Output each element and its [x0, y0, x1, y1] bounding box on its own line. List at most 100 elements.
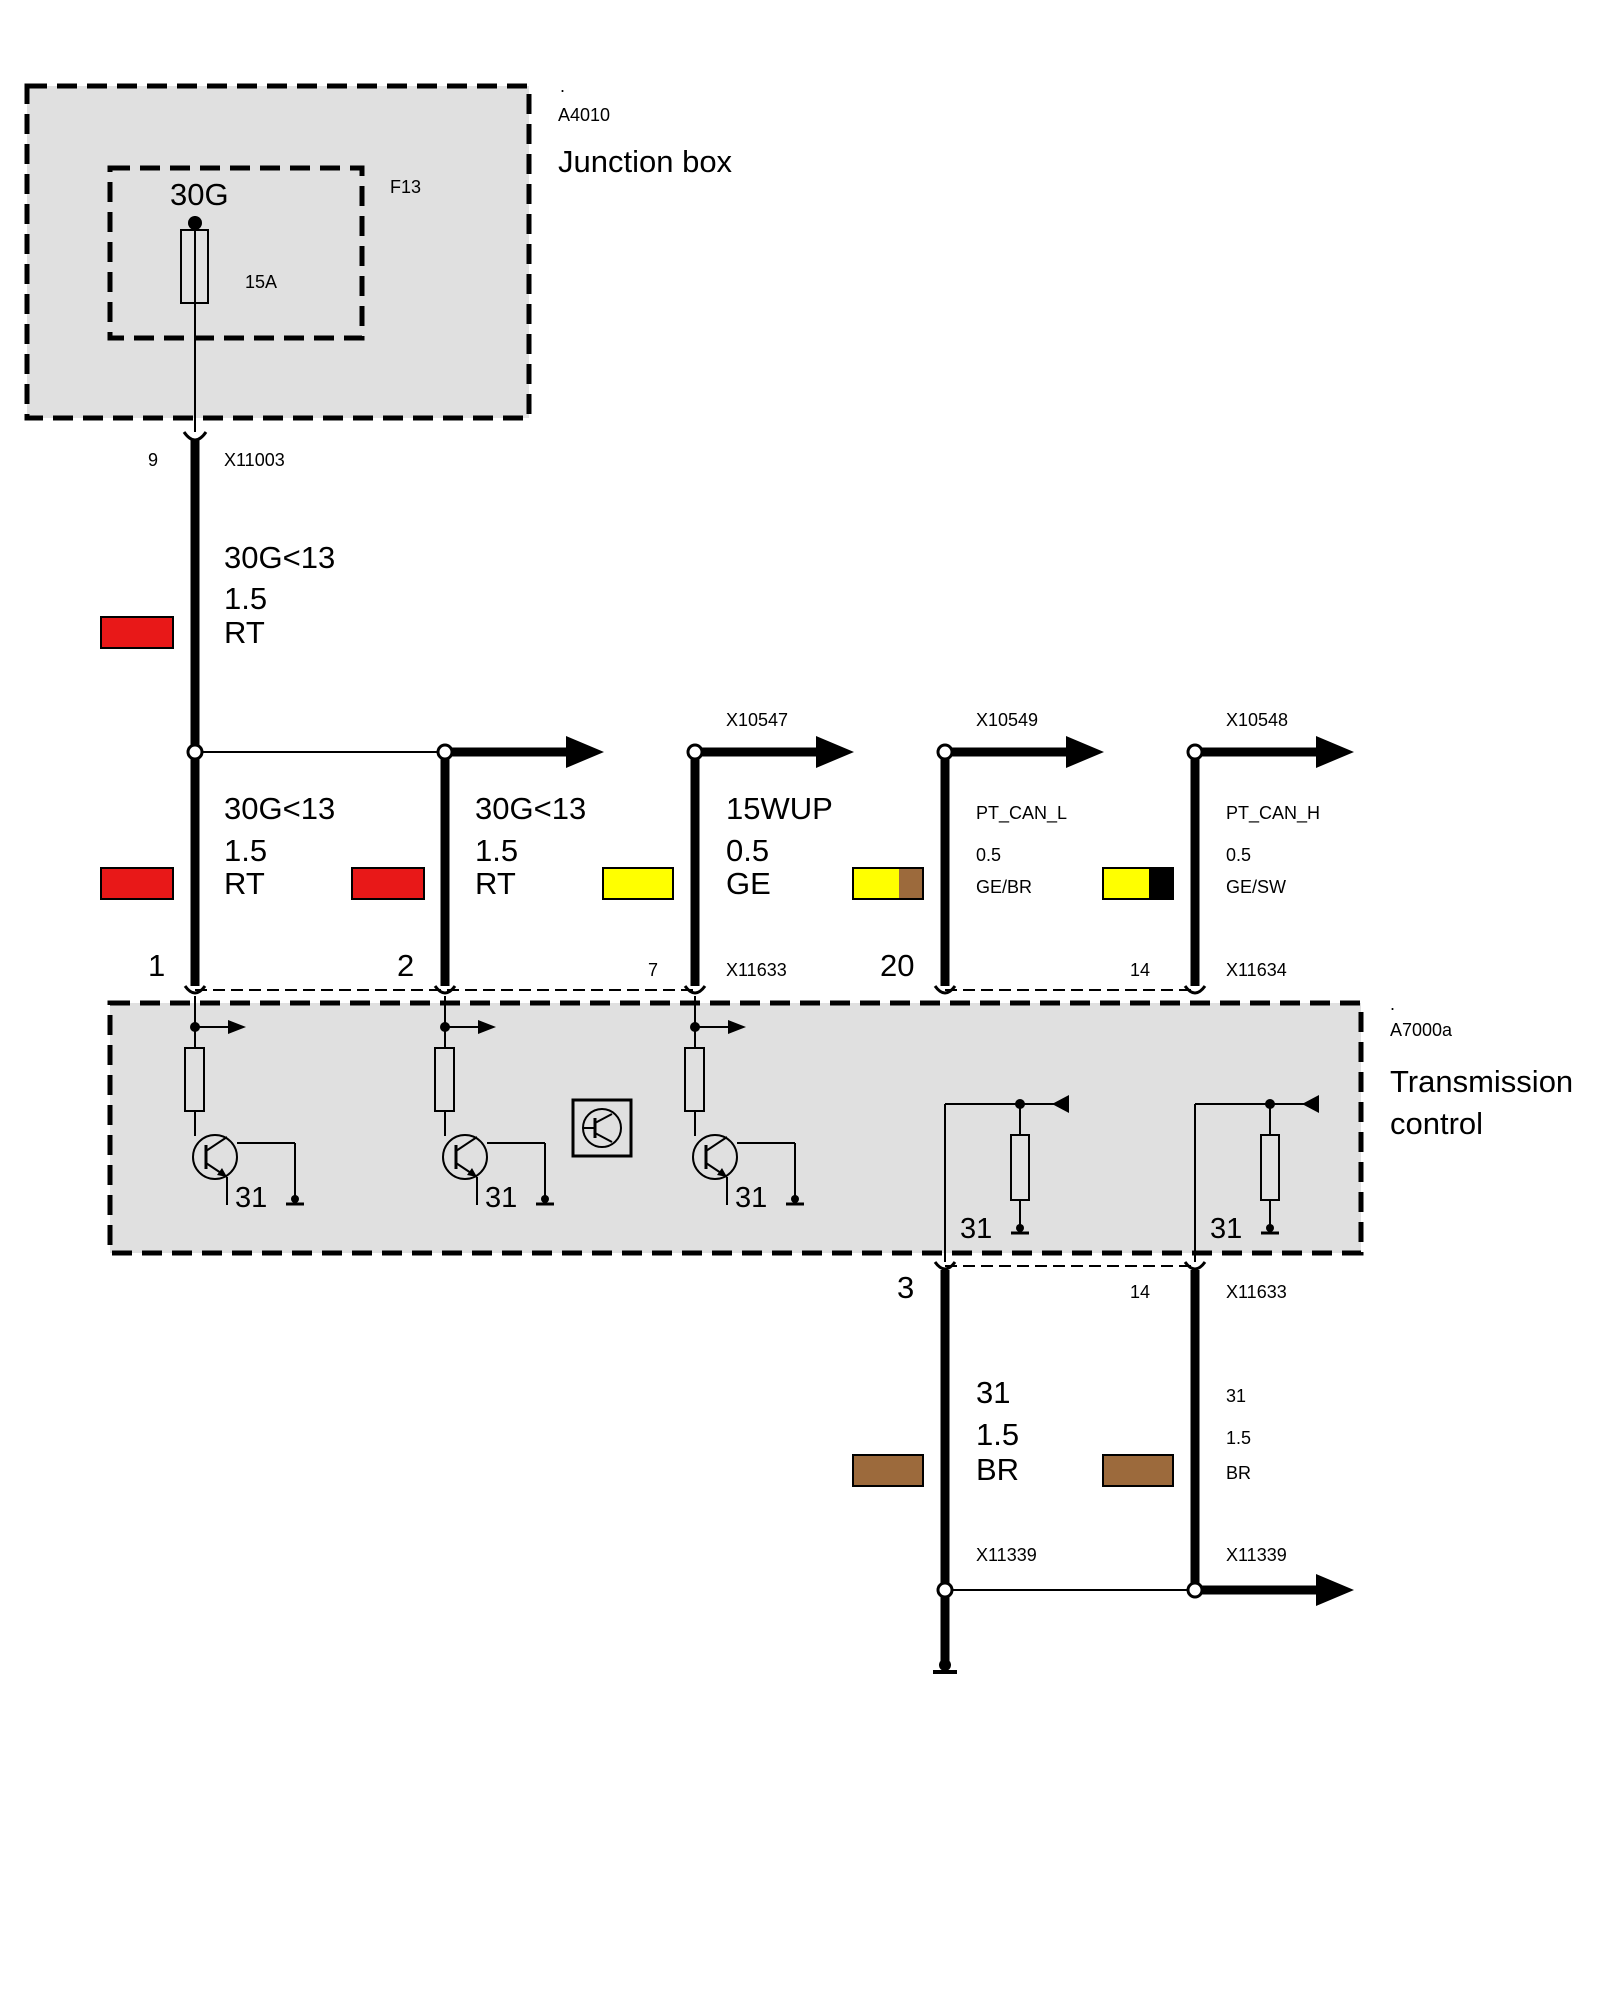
transmission-control: . A7000a Transmission control 31 [107, 985, 1573, 1271]
branch-5-swatch-border [1102, 867, 1174, 900]
ground-wire-2: 14 X11633 31 1.5 BR X11339 [1102, 1270, 1354, 1606]
branch-4-swatch-border [852, 867, 924, 900]
branch-3-color: GE [726, 866, 771, 901]
branch-2-pin: 2 [397, 948, 414, 983]
feed-wire-size: 1.5 [224, 581, 267, 616]
can-h-ground-label: 31 [1210, 1213, 1242, 1245]
branch-5: X10548 PT_CAN_H 0.5 GE/SW 14 [1102, 710, 1354, 986]
can-l-ground-label: 31 [960, 1213, 992, 1245]
branch-5-swatch-stripe [1149, 868, 1173, 899]
tcu-pin-1-icon [183, 985, 207, 995]
junction-box-id: A4010 [558, 105, 610, 125]
connector-x11003-pin: 9 [148, 450, 158, 470]
driver-3-ground-label: 31 [735, 1182, 767, 1214]
input-arrow-icon [1302, 1095, 1319, 1113]
junction-box: . A4010 Junction box F13 30G 15A [24, 76, 733, 432]
driver-channel-2: 31 [434, 996, 556, 1214]
sense-arrow-icon [228, 1020, 246, 1034]
junction-box-dot: . [560, 76, 565, 96]
branch-1-pin: 1 [148, 948, 165, 983]
branch-3-size: 0.5 [726, 833, 769, 868]
feed-wire-swatch [100, 616, 174, 649]
driver-channel-3: 31 [684, 996, 806, 1214]
ground-splice-node [936, 1581, 954, 1599]
branch-5-splice-node [1186, 743, 1204, 761]
feed-wire-color: RT [224, 615, 265, 650]
branch-2: 30G<13 1.5 RT 2 [351, 736, 604, 986]
sense-arrow-icon [728, 1020, 746, 1034]
branch-5-color: GE/SW [1226, 877, 1286, 897]
branch-1-size: 1.5 [224, 833, 267, 868]
tcu-dot: . [1390, 994, 1395, 1014]
ground-wire-2-color: BR [1226, 1463, 1251, 1483]
ground-wire-2-splice: X11339 [1226, 1545, 1287, 1565]
tcu-pin-14-icon [1183, 985, 1207, 995]
ground-wire-2-swatch [1102, 1454, 1174, 1487]
branch-2-signal: 30G<13 [475, 791, 586, 826]
connector-x11003-id: X11003 [224, 450, 285, 470]
tcu-pin-3-icon [933, 1261, 957, 1271]
branch-5-pin: 14 [1130, 960, 1150, 980]
branch-1: 30G<13 1.5 RT 1 [100, 743, 335, 986]
branch-5-arrow-icon [1316, 736, 1354, 768]
branch-4-color: GE/BR [976, 877, 1032, 897]
branch-4-splice-node [936, 743, 954, 761]
feed-wire: 30G<13 1.5 RT [100, 440, 335, 752]
branch-1-splice-node [186, 743, 204, 761]
electronic-module-icon [571, 1098, 633, 1158]
branch-4-pin: 20 [880, 948, 914, 983]
branch-4-destination: X10549 [976, 710, 1038, 730]
junction-box-outline [24, 83, 532, 421]
branch-2-color: RT [475, 866, 516, 901]
tcu-id: A7000a [1390, 1020, 1453, 1040]
branch-5-swatch [1103, 868, 1149, 899]
branch-3-pin: 7 [648, 960, 658, 980]
branch-3-swatch [602, 867, 674, 900]
fuse-holder-outline [107, 165, 365, 341]
branch-4-arrow-icon [1066, 736, 1104, 768]
ground-wire-1-size: 1.5 [976, 1417, 1019, 1452]
branch-1-swatch [100, 867, 174, 900]
connector-x11633-top-id: X11633 [726, 960, 787, 980]
fuse-rating: 15A [245, 272, 277, 292]
branch-3-splice-node [686, 743, 704, 761]
connector-x11003-pin-icon [182, 431, 208, 442]
tcu-pin-20-icon [933, 985, 957, 995]
input-arrow-icon [1052, 1095, 1069, 1113]
branch-4: X10549 PT_CAN_L 0.5 GE/BR 20 [852, 710, 1104, 986]
can-termination-h: 31 [1194, 1095, 1319, 1262]
branch-2-swatch [351, 867, 425, 900]
connector-x11634-id: X11634 [1226, 960, 1287, 980]
branch-4-swatch-stripe [899, 868, 923, 899]
ground-wire-1-splice: X11339 [976, 1545, 1037, 1565]
branch-2-size: 1.5 [475, 833, 518, 868]
connector-x11003: 9 X11003 [148, 431, 285, 470]
ground-wire-2-signal: 31 [1226, 1386, 1246, 1406]
tcu-title-line2: control [1390, 1106, 1483, 1141]
branch-2-splice-node [436, 743, 454, 761]
fuse-terminal-label: 30G [170, 177, 229, 212]
tcu-pin-14b-icon [1183, 1261, 1207, 1271]
chassis-ground-icon [933, 1659, 957, 1674]
fuse-id: F13 [390, 177, 421, 197]
tcu-title-line1: Transmission [1390, 1064, 1573, 1099]
tcu-pin-2-icon [433, 985, 457, 995]
ground-wire-1-pin: 3 [897, 1270, 914, 1305]
branch-5-destination: X10548 [1226, 710, 1288, 730]
branch-3-signal: 15WUP [726, 791, 833, 826]
tcu-pin-7-icon [683, 985, 707, 995]
junction-box-title: Junction box [558, 144, 733, 179]
driver-1-ground-label: 31 [235, 1182, 267, 1214]
branch-1-color: RT [224, 866, 265, 901]
connector-x11633-bottom-id: X11633 [1226, 1282, 1287, 1302]
ground-wire-2-size: 1.5 [1226, 1428, 1251, 1448]
branch-4-size: 0.5 [976, 845, 1001, 865]
branch-5-signal: PT_CAN_H [1226, 803, 1320, 824]
ground-splice-node-2 [1186, 1581, 1204, 1599]
ground-wire-2-pin: 14 [1130, 1282, 1150, 1302]
can-termination-l: 31 [944, 1095, 1069, 1262]
branch-3-destination: X10547 [726, 710, 788, 730]
ground-arrow-icon [1316, 1574, 1354, 1606]
transmission-control-outline [107, 1000, 1364, 1256]
